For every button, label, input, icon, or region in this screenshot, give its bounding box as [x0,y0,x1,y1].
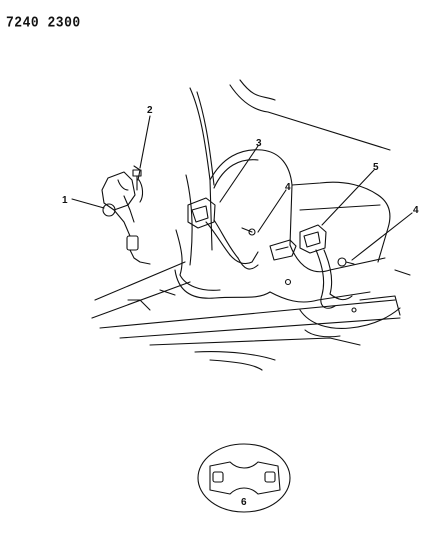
callout-5: 5 [373,162,379,173]
leader-lines [71,115,413,261]
callout-6: 6 [241,497,247,508]
vehicle-interior-outline [91,79,411,371]
buckle-assembly-right [269,224,357,313]
bolt [132,169,144,203]
callout-4-right: 4 [413,205,419,216]
callout-4: 4 [285,182,291,193]
diagram-code: 7240 2300 [6,14,81,32]
callout-1: 1 [62,195,68,206]
callout-3: 3 [256,138,262,149]
inset-detail: 6 [197,443,291,513]
callout-labels: 1 2 3 4 5 4 [62,105,419,216]
buckle-assembly-left [187,197,259,270]
callout-2: 2 [147,105,153,116]
retractor-assembly [101,165,151,265]
